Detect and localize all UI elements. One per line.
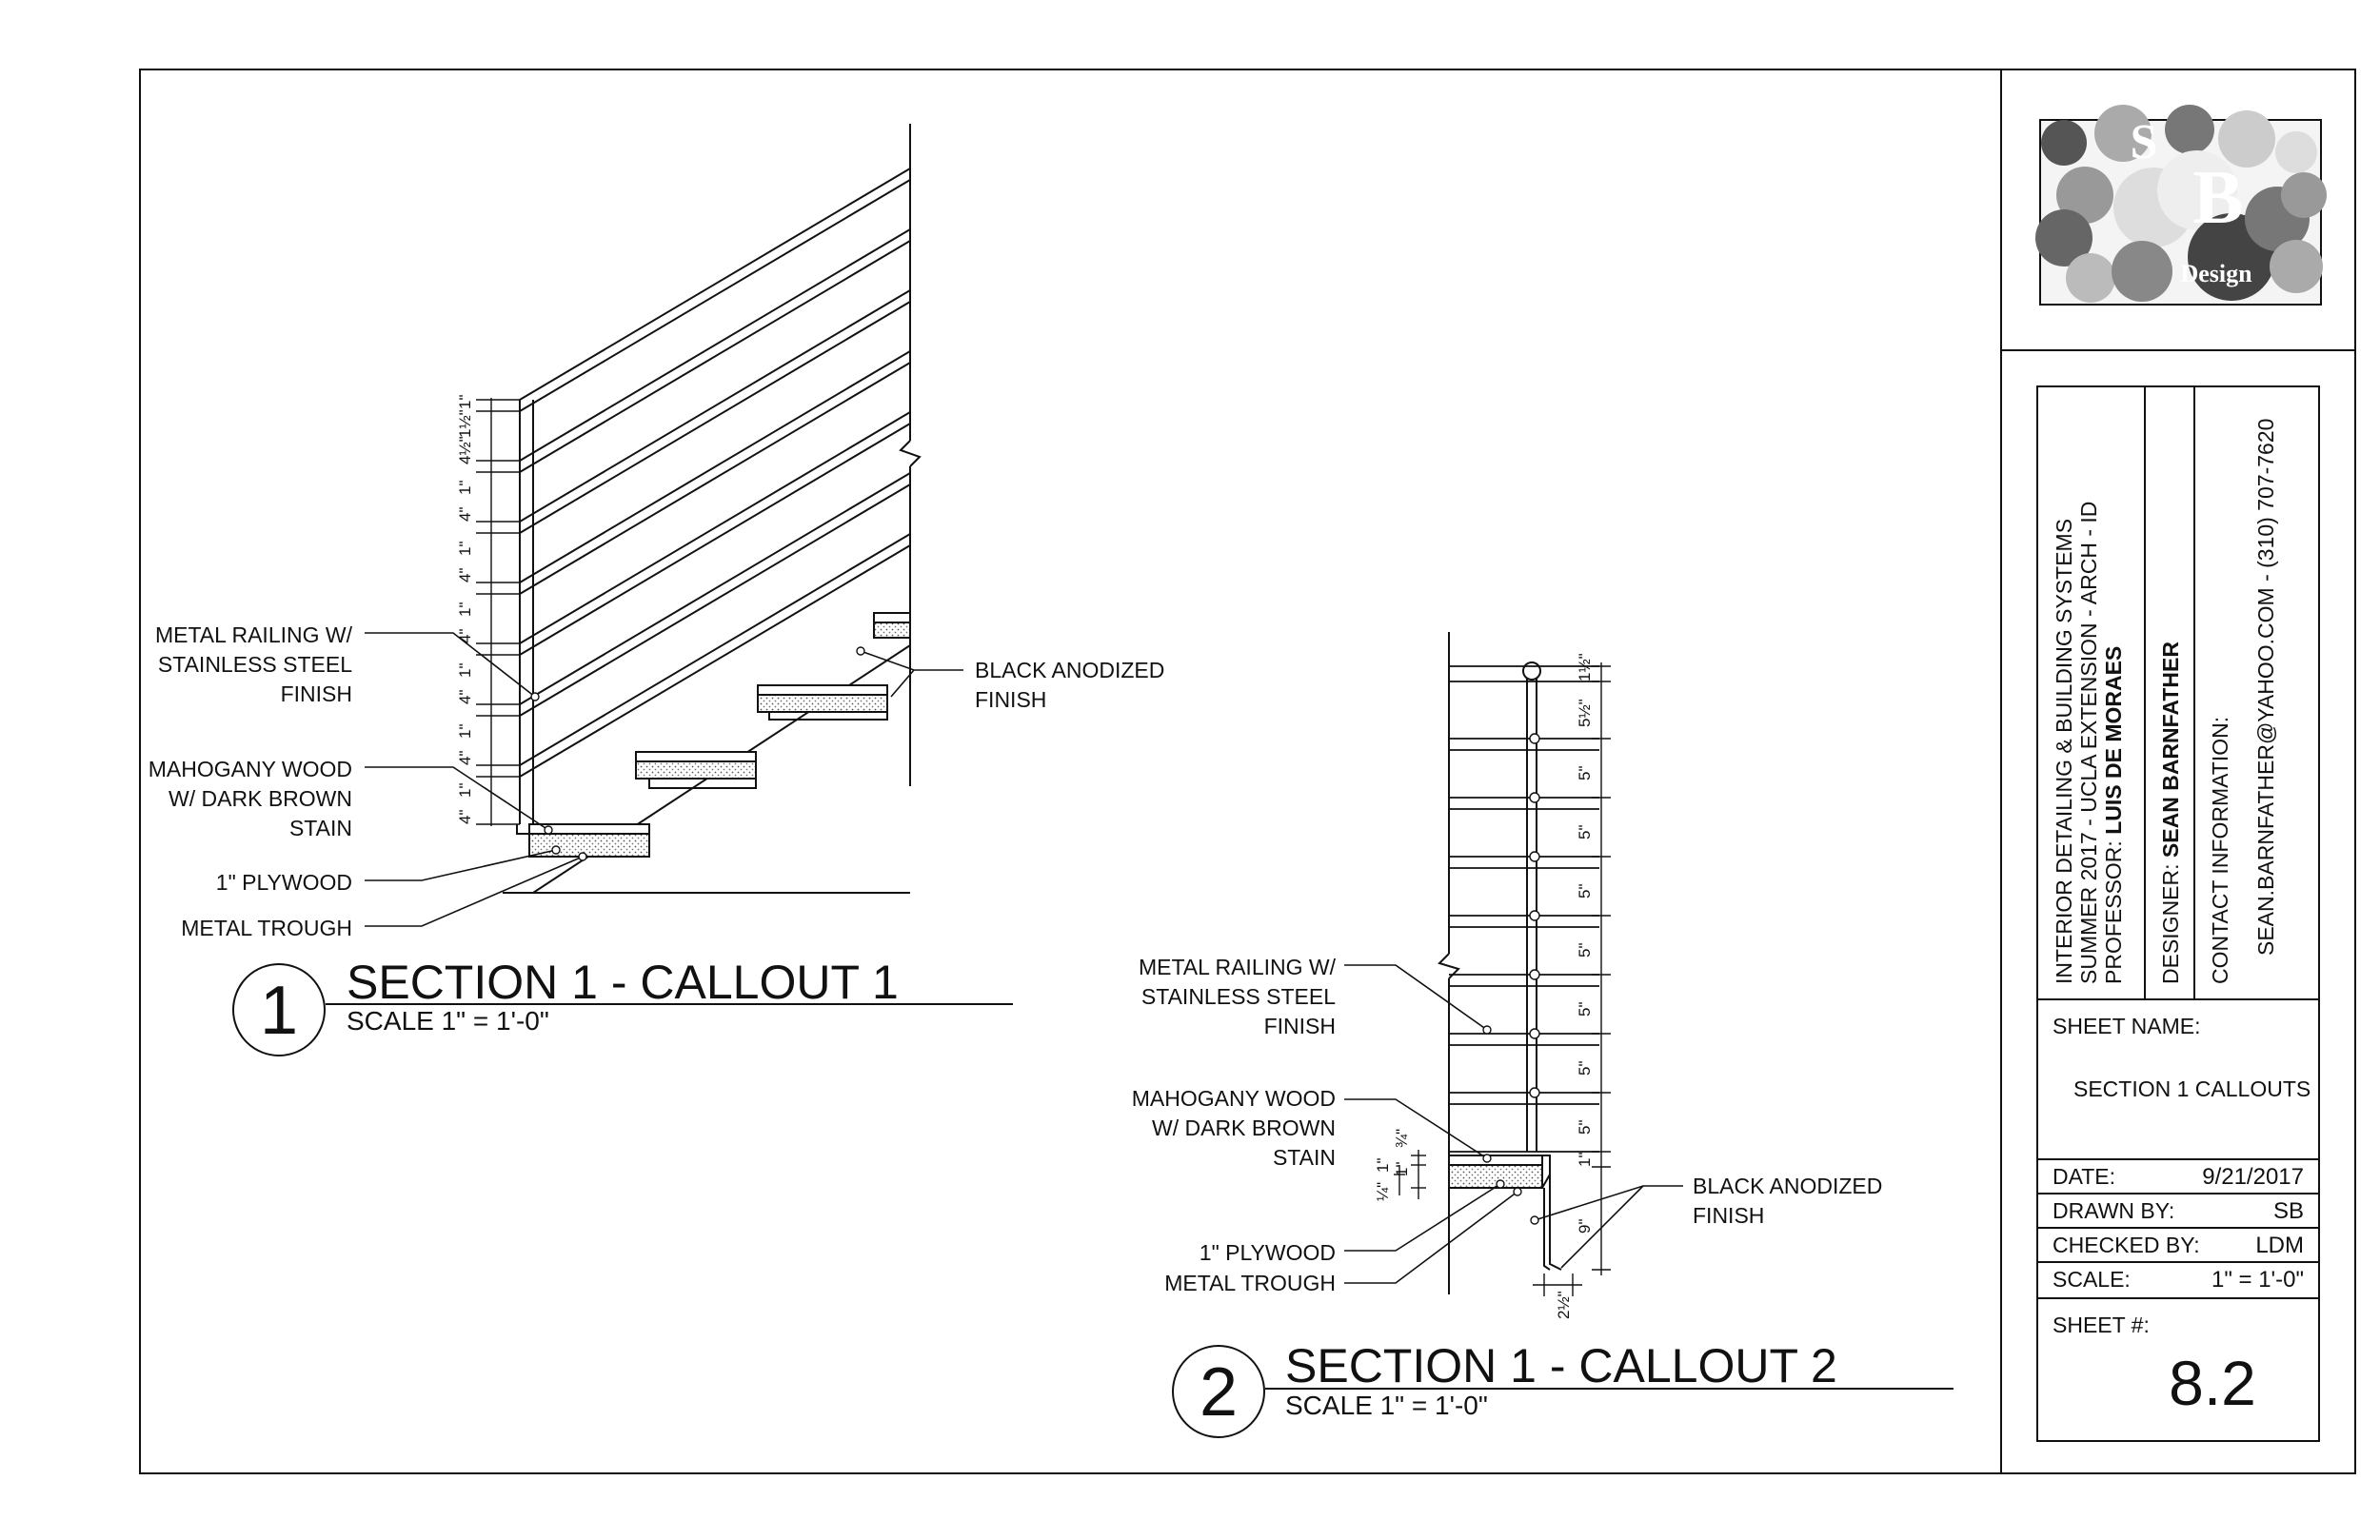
- designer-line: DESIGNER: SEAN BARNFATHER: [2158, 642, 2183, 984]
- checked-by-value: LDM: [2255, 1233, 2304, 1258]
- svg-text:4": 4": [456, 690, 474, 705]
- detail-1-drawing: [365, 124, 963, 927]
- svg-text:1": 1": [456, 602, 474, 618]
- wood-label-line3: STAIN: [289, 816, 352, 840]
- svg-text:4": 4": [456, 629, 474, 644]
- logo-letter-s: S: [2131, 115, 2158, 169]
- scale-label: SCALE:: [2053, 1267, 2131, 1292]
- sheet-number-label: SHEET #:: [2053, 1313, 2150, 1337]
- svg-text:5": 5": [1576, 1061, 1594, 1076]
- svg-text:1": 1": [456, 663, 474, 679]
- title-block: [2036, 385, 2320, 1442]
- logo-letter-b: B: [2192, 156, 2243, 240]
- railing-label-2-line1: METAL RAILING W/: [1139, 955, 1337, 979]
- logo-word: Design: [2180, 260, 2252, 287]
- svg-text:1": 1": [1576, 1153, 1594, 1168]
- wood-label-line2: W/ DARK BROWN: [169, 786, 352, 811]
- wood-label-2-line2: W/ DARK BROWN: [1152, 1116, 1336, 1140]
- detail-1-leaders: [365, 632, 963, 927]
- scale-value: 1" = 1'-0": [2211, 1267, 2304, 1293]
- anodized-label-2-line1: BLACK ANODIZED: [1693, 1174, 1882, 1198]
- sheet-name-label: SHEET NAME:: [2053, 1014, 2201, 1038]
- svg-text:1": 1": [456, 542, 474, 557]
- svg-text:5": 5": [1576, 766, 1594, 781]
- plywood-label: 1" PLYWOOD: [216, 870, 352, 895]
- wood-label-2-line3: STAIN: [1273, 1145, 1336, 1170]
- railing-label-line1: METAL RAILING W/: [155, 622, 353, 647]
- svg-text:1": 1": [456, 481, 474, 496]
- svg-text:4": 4": [456, 751, 474, 766]
- detail-1-dimensions: 1" 1½" 4½" 1" 4" 1" 4" 1" 4" 1" 4" 1" 4"…: [456, 395, 474, 825]
- detail-2-dimension-line: [1394, 662, 1611, 1296]
- contact-label: CONTACT INFORMATION:: [2208, 717, 2232, 984]
- railing-label-line3: FINISH: [281, 681, 352, 706]
- detail-2-leaders: [1344, 964, 1683, 1284]
- date-label: DATE:: [2053, 1164, 2115, 1189]
- anodized-label-line1: BLACK ANODIZED: [975, 658, 1164, 682]
- drawn-by-value: SB: [2273, 1198, 2304, 1224]
- svg-text:1½": 1½": [1576, 653, 1594, 681]
- detail-2-title-block: 2 SECTION 1 - CALLOUT 2 SCALE 1" = 1'-0": [1172, 1339, 1954, 1438]
- title-block-text: INTERIOR DETAILING & BUILDING SYSTEMS SU…: [2052, 419, 2311, 1418]
- svg-text:4": 4": [456, 810, 474, 825]
- trough-label: METAL TROUGH: [181, 916, 352, 940]
- anodized-label-line2: FINISH: [975, 687, 1046, 712]
- detail-2-scale: SCALE 1" = 1'-0": [1285, 1391, 1488, 1420]
- contact-info: SEAN.BARNFATHER@YAHOO.COM - (310) 707-76…: [2253, 419, 2278, 956]
- trough-label-2: METAL TROUGH: [1164, 1271, 1336, 1295]
- detail-number-2: 2: [1200, 1354, 1238, 1431]
- detail-1-dimension-line: [476, 398, 520, 826]
- svg-text:4½": 4½": [456, 436, 474, 464]
- railing-label-2-line2: STAINLESS STEEL: [1141, 984, 1336, 1009]
- svg-text:5": 5": [1576, 1120, 1594, 1135]
- detail-2-title: SECTION 1 - CALLOUT 2: [1285, 1339, 1837, 1392]
- logo: S B Design: [2035, 105, 2327, 306]
- svg-text:1½": 1½": [456, 409, 474, 438]
- svg-text:4": 4": [456, 568, 474, 583]
- professor-line: PROFESSOR: LUIS DE MORAES: [2101, 646, 2126, 984]
- detail-2-dimensions: 1½" 5½" 5" 5" 5" 5" 5" 5" 5" 1" 9" 2½" ¾…: [1374, 653, 1594, 1319]
- plywood-label-2: 1" PLYWOOD: [1200, 1240, 1336, 1265]
- svg-text:1": 1": [456, 395, 474, 410]
- anodized-label-2-line2: FINISH: [1693, 1203, 1764, 1228]
- svg-text:2½": 2½": [1555, 1291, 1573, 1319]
- svg-text:9": 9": [1576, 1219, 1594, 1234]
- detail-1-title-block: 1 SECTION 1 - CALLOUT 1 SCALE 1" = 1'-0": [232, 956, 1013, 1056]
- sheet-border: [139, 69, 2356, 1474]
- wood-label-2-line1: MAHOGANY WOOD: [1132, 1086, 1336, 1111]
- detail-number-1: 1: [260, 973, 298, 1049]
- svg-text:1": 1": [456, 724, 474, 740]
- detail-2-drawing: [1344, 632, 1683, 1296]
- drawn-by-label: DRAWN BY:: [2053, 1198, 2174, 1223]
- svg-text:1": 1": [1374, 1158, 1392, 1174]
- course-term: SUMMER 2017 - UCLA EXTENSION - ARCH - ID: [2076, 502, 2101, 984]
- svg-text:5": 5": [1576, 884, 1594, 899]
- svg-text:5": 5": [1576, 1002, 1594, 1017]
- wood-label-line1: MAHOGANY WOOD: [149, 757, 352, 781]
- svg-text:5": 5": [1576, 943, 1594, 958]
- svg-text:1": 1": [456, 783, 474, 799]
- svg-text:5": 5": [1576, 825, 1594, 840]
- detail-2-labels: METAL RAILING W/ STAINLESS STEEL FINISH …: [1132, 955, 1883, 1295]
- svg-text:¼": ¼": [1374, 1182, 1392, 1201]
- railing-label-line2: STAINLESS STEEL: [158, 652, 352, 677]
- date-value: 9/21/2017: [2202, 1164, 2304, 1190]
- sheet-name: SECTION 1 CALLOUTS: [2073, 1076, 2311, 1101]
- svg-text:1": 1": [1393, 1162, 1411, 1177]
- detail-1-labels: METAL RAILING W/ STAINLESS STEEL FINISH …: [149, 622, 1165, 940]
- railing-label-2-line3: FINISH: [1264, 1014, 1336, 1038]
- svg-text:¾": ¾": [1393, 1129, 1411, 1148]
- detail-1-title: SECTION 1 - CALLOUT 1: [347, 956, 899, 1009]
- checked-by-label: CHECKED BY:: [2053, 1233, 2200, 1257]
- svg-text:5½": 5½": [1576, 699, 1594, 727]
- course-name: INTERIOR DETAILING & BUILDING SYSTEMS: [2052, 519, 2076, 984]
- svg-text:4": 4": [456, 507, 474, 523]
- detail-1-scale: SCALE 1" = 1'-0": [347, 1006, 549, 1036]
- sheet-number: 8.2: [2169, 1348, 2256, 1418]
